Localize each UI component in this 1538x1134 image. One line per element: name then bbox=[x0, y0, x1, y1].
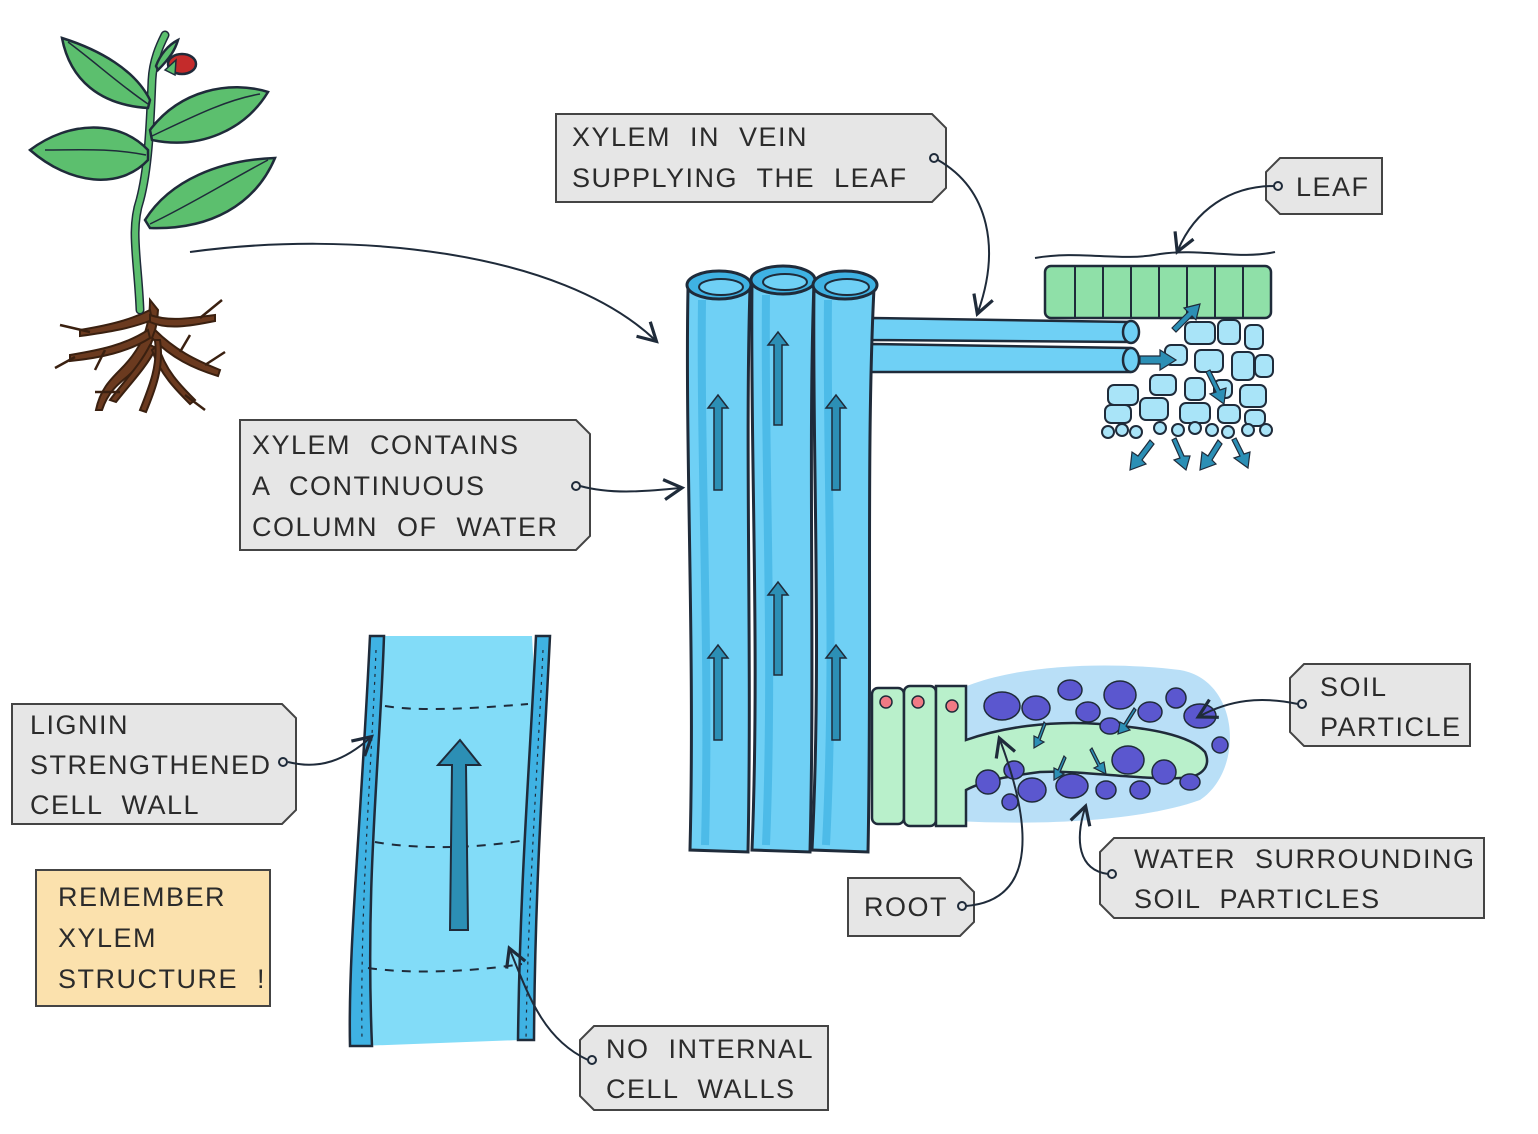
vein-branches bbox=[868, 316, 1141, 374]
column-pointer bbox=[579, 478, 686, 501]
label-vein-line2: SUPPLYING THE LEAF bbox=[572, 163, 908, 193]
label-vein-line1: XYLEM IN VEIN bbox=[572, 122, 808, 152]
label-root-text: ROOT bbox=[864, 892, 948, 922]
label-nowalls-line2: CELL WALLS bbox=[606, 1074, 796, 1104]
note-line3: STRUCTURE ! bbox=[58, 964, 266, 994]
label-root: ROOT bbox=[847, 877, 975, 937]
soil-pointer bbox=[1195, 698, 1299, 719]
nowalls-pointer bbox=[505, 945, 589, 1061]
note-line2: XYLEM bbox=[58, 923, 157, 953]
label-water-line1: WATER SURROUNDING bbox=[1134, 844, 1476, 874]
label-column-line1: XYLEM CONTAINS bbox=[252, 430, 520, 460]
water-pointer bbox=[1069, 802, 1109, 875]
water-flow-arrows bbox=[706, 330, 848, 741]
label-nowalls-line1: NO INTERNAL bbox=[606, 1034, 814, 1064]
vein-pointer bbox=[937, 159, 994, 317]
label-water: WATER SURROUNDING SOIL PARTICLES bbox=[1099, 837, 1485, 919]
label-lignin-line2: STRENGTHENED bbox=[30, 750, 272, 780]
note-line1: REMEMBER bbox=[58, 882, 226, 912]
label-column-line2: A CONTINUOUS bbox=[252, 471, 486, 501]
note-remember: REMEMBER XYLEM STRUCTURE ! bbox=[35, 869, 271, 1007]
label-leaf-text: LEAF bbox=[1296, 172, 1370, 202]
label-lignin-line3: CELL WALL bbox=[30, 790, 200, 820]
leaf-pointer bbox=[1173, 185, 1275, 255]
label-lignin-line1: LIGNIN bbox=[30, 710, 129, 740]
lignin-wall-right bbox=[516, 634, 552, 1042]
plant-with-roots-icon bbox=[28, 30, 277, 414]
label-column-line3: COLUMN OF WATER bbox=[252, 512, 559, 542]
leaf-cross-section-icon bbox=[1034, 251, 1276, 472]
label-soil-line1: SOIL bbox=[1320, 672, 1388, 702]
lignin-wall-left bbox=[348, 634, 386, 1048]
label-water-line2: SOIL PARTICLES bbox=[1134, 884, 1381, 914]
label-leaf: LEAF bbox=[1265, 157, 1383, 215]
label-lignin: LIGNIN STRENGTHENED CELL WALL bbox=[11, 703, 297, 825]
label-column: XYLEM CONTAINS A CONTINUOUS COLUMN OF WA… bbox=[239, 419, 591, 551]
label-soil: SOIL PARTICLE bbox=[1289, 663, 1471, 747]
root-pointer bbox=[965, 735, 1024, 907]
label-soil-line2: PARTICLE bbox=[1320, 712, 1462, 742]
label-vein: XYLEM IN VEIN SUPPLYING THE LEAF bbox=[555, 113, 947, 203]
root-hair-cell-icon bbox=[870, 665, 1230, 828]
xylem-vessel-section bbox=[348, 634, 552, 1048]
xylem-vessels bbox=[685, 264, 1141, 854]
lignin-pointer bbox=[287, 734, 374, 766]
flow-arrow bbox=[435, 738, 483, 931]
label-no-walls: NO INTERNAL CELL WALLS bbox=[579, 1025, 829, 1111]
plant-to-xylem-arrow bbox=[189, 242, 659, 344]
